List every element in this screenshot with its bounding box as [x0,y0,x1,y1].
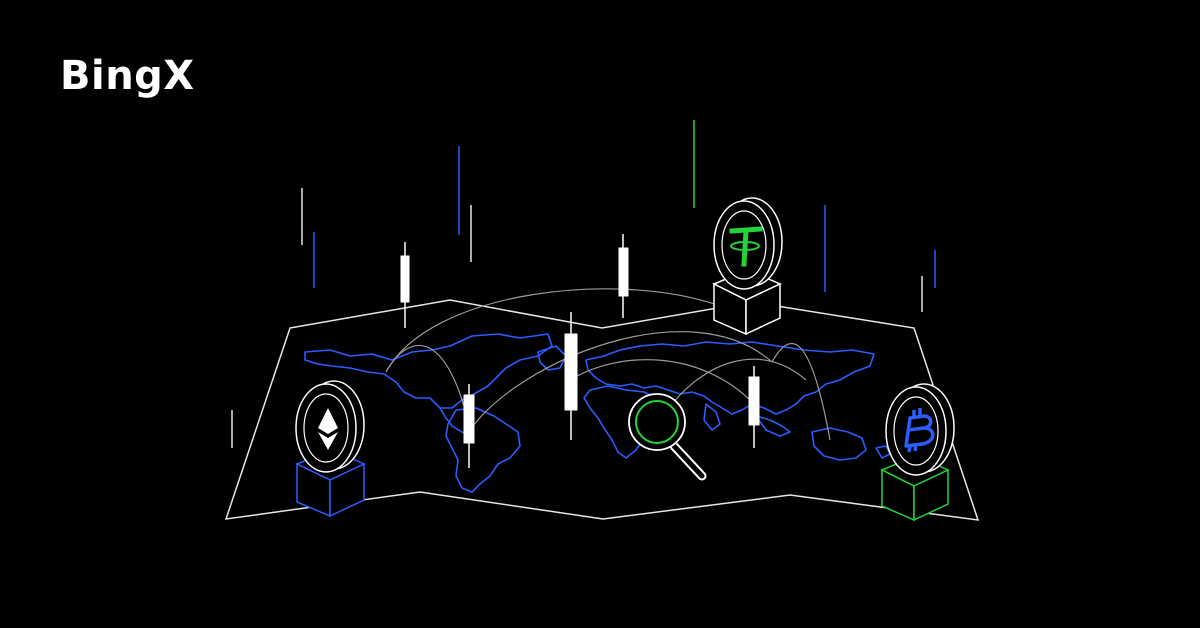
ethereum-icon [318,408,338,450]
candlestick-3 [564,312,578,440]
ethereum-coin-on-cube [295,380,366,518]
candlestick-4 [463,384,475,468]
candlestick-1 [400,242,410,328]
world-map-continents [304,333,891,493]
candlestick-5 [748,366,760,448]
background-lines [231,120,936,448]
magnifier-icon [628,393,707,481]
bingx-logo: BingX [60,53,195,99]
candlestick-chart-marks [400,234,760,468]
tether-coin-on-cube [712,197,783,336]
tether-icon [729,226,763,267]
candlestick-2 [618,234,629,318]
bitcoin-coin-on-cube [880,383,955,522]
bitcoin-icon [904,408,935,453]
